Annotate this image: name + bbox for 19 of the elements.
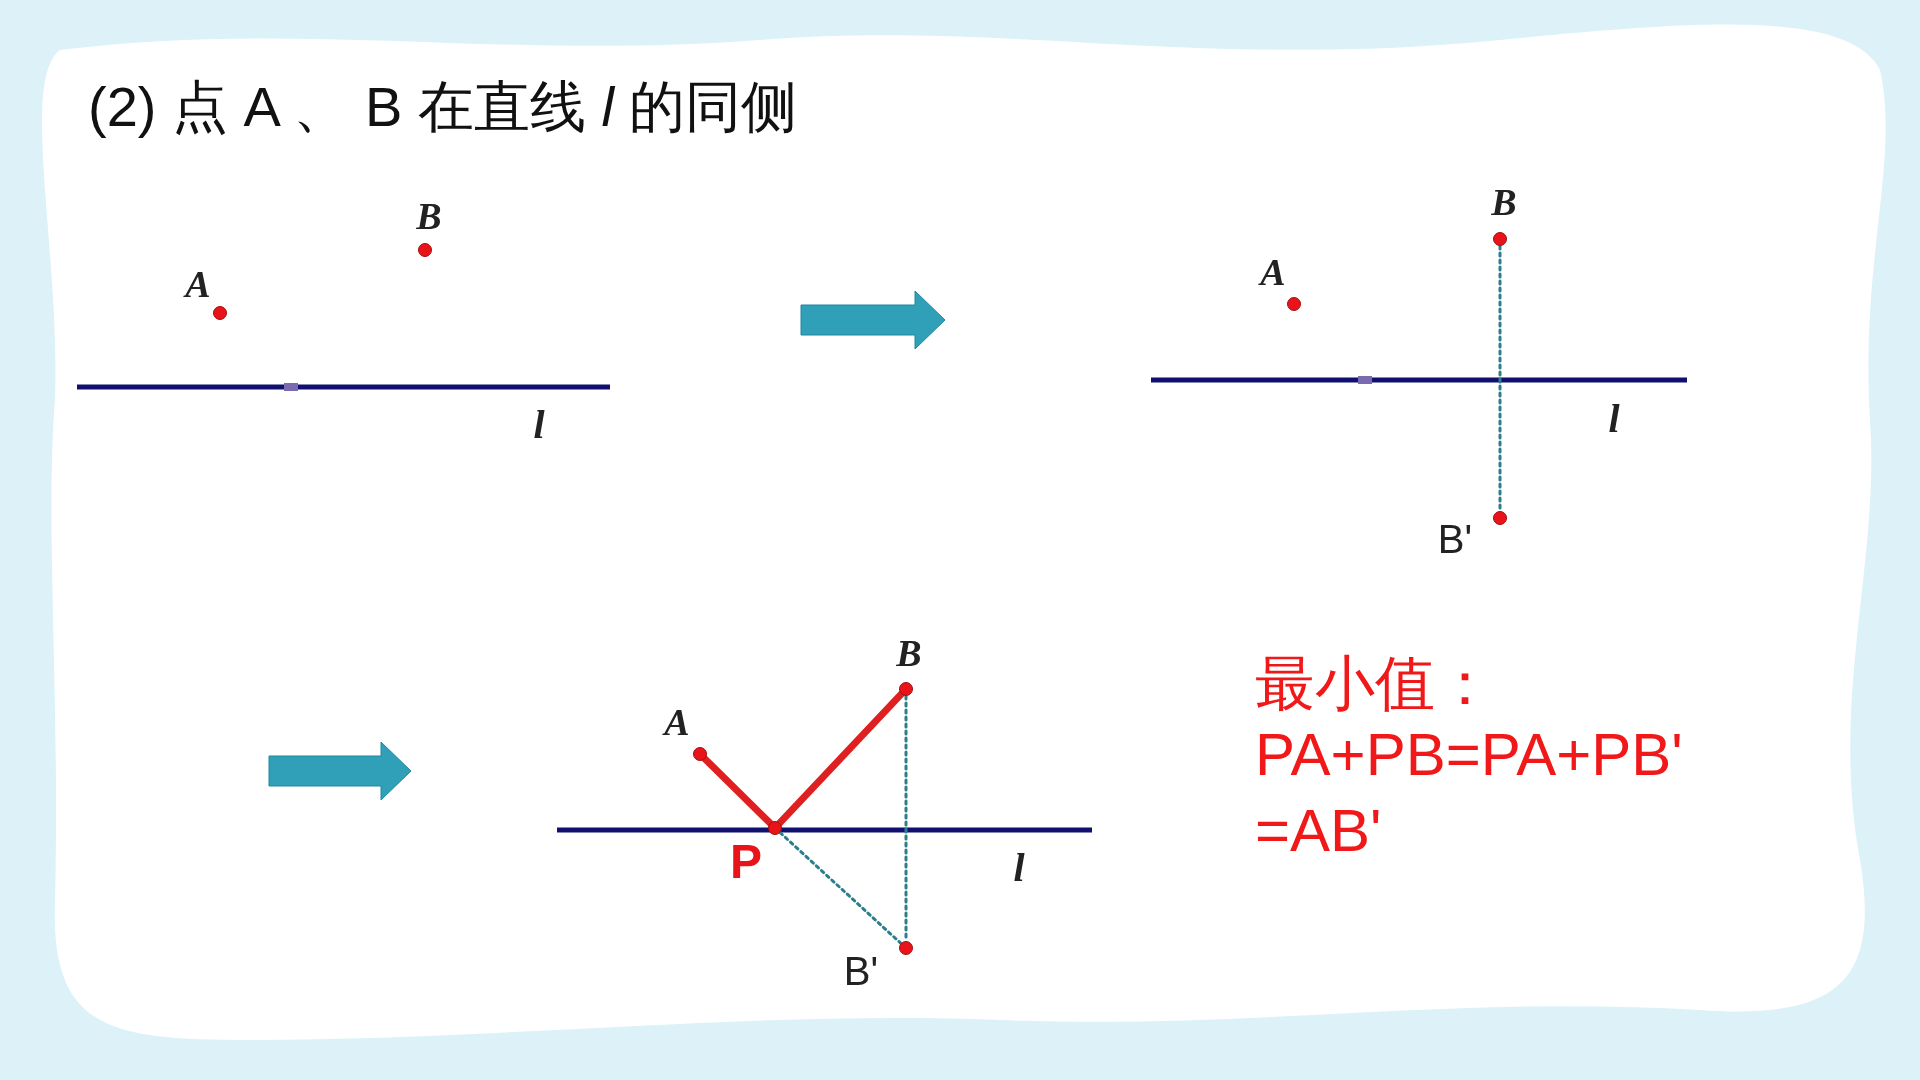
title: (2) 点 A 、 B 在直线 l 的同侧 (88, 74, 798, 140)
point-label: A (664, 700, 690, 744)
point-label: A (1260, 250, 1286, 294)
point-label: B (416, 194, 442, 238)
formula-text: PA+PB=PA+PB' (1255, 720, 1683, 789)
point-label: B' (843, 948, 879, 994)
point-label: A (185, 262, 211, 306)
line-segment (701, 755, 774, 827)
line-label: l (1013, 843, 1025, 891)
line-segment (776, 690, 905, 827)
dotted-line (778, 831, 903, 945)
formula-text: 最小值： (1255, 649, 1495, 719)
formula-text: =AB' (1255, 796, 1382, 865)
line-label: l (1608, 394, 1620, 442)
point-label: B (1491, 180, 1517, 224)
point-label: B' (1437, 516, 1473, 562)
point-label: P (730, 833, 762, 889)
line-label: l (533, 400, 545, 448)
point-label: B (896, 631, 922, 675)
